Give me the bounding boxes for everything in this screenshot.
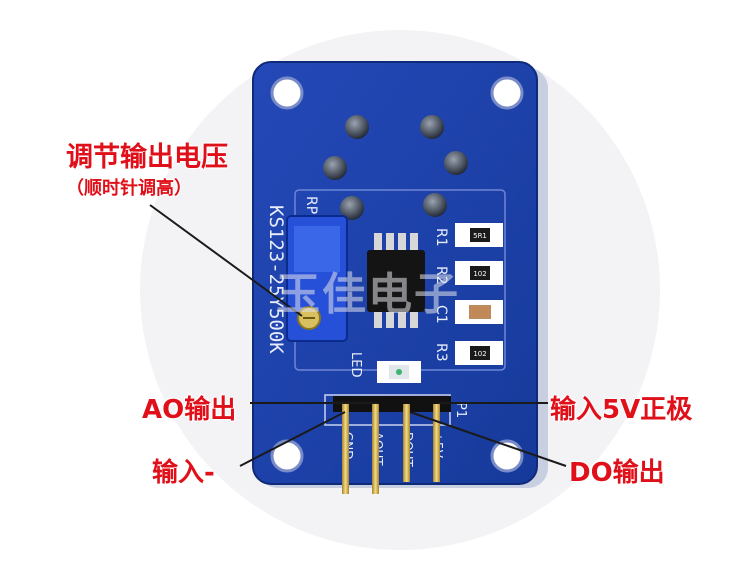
- silk-r2: R2: [433, 266, 449, 285]
- led: [377, 361, 421, 383]
- input-minus-label: 输入-: [152, 458, 215, 488]
- silk-part-number: KS123-25Y500K: [265, 205, 287, 354]
- silk-r1: R1: [433, 228, 449, 247]
- silk-c1: C1: [433, 305, 449, 324]
- adjust-pointer-line: [149, 204, 303, 317]
- adjust-direction-label: （顺时针调高）: [66, 178, 192, 199]
- ao-output-label: AO输出: [142, 395, 237, 425]
- watermark: 玉佳电子: [276, 269, 460, 320]
- pin-gnd: [342, 404, 349, 494]
- sensor-leads: [323, 115, 468, 220]
- mounting-hole: [490, 76, 524, 110]
- pin-dout: [403, 404, 410, 482]
- adjust-voltage-label: 调节输出电压: [66, 142, 228, 173]
- svg-text:102: 102: [473, 270, 486, 278]
- svg-text:102: 102: [473, 350, 486, 358]
- annotation-lines: [149, 204, 567, 467]
- in-minus-pointer-line: [239, 411, 346, 467]
- silk-rp: RP: [303, 196, 319, 214]
- silk-r3: R3: [433, 343, 449, 362]
- pin-aout: [372, 404, 379, 494]
- pin-5v: [433, 404, 440, 482]
- silk-p1: P1: [453, 402, 468, 418]
- header-pins: [333, 396, 451, 494]
- mounting-hole: [270, 439, 304, 473]
- mounting-hole: [270, 76, 304, 110]
- do-output-label: DO输出: [569, 458, 665, 488]
- potentiometer: [286, 215, 348, 342]
- input-5v-label: 输入5V正极: [550, 395, 693, 425]
- smd-components: 5R1 102 102: [455, 223, 503, 365]
- ic-chip: [367, 233, 425, 328]
- pcb-board: 5R1 102 102 KS123-25Y500K RP LED R1 R2 C…: [252, 61, 548, 488]
- do-pointer-line: [409, 411, 567, 467]
- silk-led: LED: [348, 352, 363, 377]
- svg-text:5R1: 5R1: [473, 232, 487, 240]
